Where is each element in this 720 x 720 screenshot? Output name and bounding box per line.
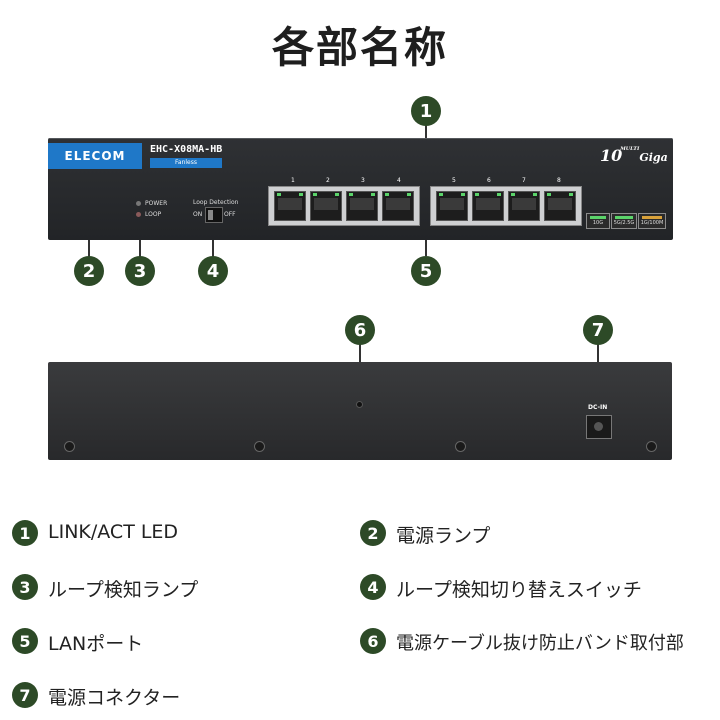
lan-port-3[interactable]	[346, 191, 378, 221]
legend-text-5: LANポート	[48, 633, 144, 655]
brand-logo: ELECOM	[48, 143, 142, 169]
legend-badge-5: 5	[12, 628, 38, 654]
legend-badge-4: 4	[360, 574, 386, 600]
legend-text-6: 電源ケーブル抜け防止バンド取付部	[396, 633, 684, 654]
legend-text-2: 電源ランプ	[396, 525, 491, 547]
callout-badge-7: 7	[583, 315, 613, 345]
lan-port-5[interactable]	[436, 191, 468, 221]
speed-indicator-5g: 5G/2.5G	[611, 213, 637, 229]
lan-port-1[interactable]	[274, 191, 306, 221]
callout-badge-3: 3	[125, 256, 155, 286]
page-title: 各部名称	[271, 23, 448, 72]
model-tag: Fanless	[150, 158, 222, 168]
port-number-5: 5	[452, 177, 456, 184]
port-number-4: 4	[397, 177, 401, 184]
10giga-logo: 10MULTIGiga	[600, 146, 668, 165]
legend-text-1: LINK/ACT LED	[48, 521, 179, 543]
screw-3	[455, 441, 466, 452]
callout-badge-6: 6	[345, 315, 375, 345]
legend-text-4: ループ検知切り替えスイッチ	[396, 579, 642, 601]
legend-badge-7: 7	[12, 682, 38, 708]
lan-port-2[interactable]	[310, 191, 342, 221]
screw-4	[646, 441, 657, 452]
logo-multi: MULTI	[620, 146, 640, 152]
speed-indicator-1g: 1G/100M	[638, 213, 666, 229]
power-led	[136, 201, 141, 206]
switch-on-label: ON	[193, 211, 203, 218]
callout-line-5	[425, 226, 427, 256]
back-panel	[48, 362, 672, 460]
callout-badge-1: 1	[411, 96, 441, 126]
logo-word: Giga	[639, 151, 668, 164]
legend-text-7: 電源コネクター	[48, 687, 181, 709]
port-number-7: 7	[522, 177, 526, 184]
lan-port-6[interactable]	[472, 191, 504, 221]
speed-label-10g: 10G	[592, 220, 604, 226]
screw-2	[254, 441, 265, 452]
model-name: EHC-X08MA-HB	[150, 144, 223, 155]
callout-badge-2: 2	[74, 256, 104, 286]
port-number-2: 2	[326, 177, 330, 184]
loop-label: LOOP	[145, 211, 162, 218]
lan-port-8[interactable]	[544, 191, 576, 221]
legend-badge-2: 2	[360, 520, 386, 546]
dc-in-label: DC-IN	[588, 404, 608, 411]
port-number-3: 3	[361, 177, 365, 184]
dc-in-jack[interactable]	[586, 415, 612, 439]
switch-off-label: OFF	[224, 211, 236, 218]
speed-indicator-10g: 10G	[586, 213, 610, 229]
speed-label-1g: 1G/100M	[640, 220, 664, 226]
loop-led	[136, 212, 141, 217]
loop-detection-switch[interactable]	[205, 207, 223, 223]
logo-number: 10	[600, 146, 623, 165]
legend-badge-1: 1	[12, 520, 38, 546]
switch-knob	[208, 210, 213, 220]
lan-port-7[interactable]	[508, 191, 540, 221]
screw-1	[64, 441, 75, 452]
power-label: POWER	[145, 200, 168, 207]
callout-badge-5: 5	[411, 256, 441, 286]
legend-text-3: ループ検知ランプ	[48, 579, 199, 601]
legend-badge-3: 3	[12, 574, 38, 600]
loop-detection-label: Loop Detection	[193, 199, 239, 206]
speed-label-5g: 5G/2.5G	[613, 220, 635, 226]
legend-badge-6: 6	[360, 628, 386, 654]
band-mount-hole	[356, 401, 363, 408]
lan-port-group-right	[430, 186, 582, 226]
callout-badge-4: 4	[198, 256, 228, 286]
callout-line-4	[212, 222, 214, 258]
port-number-8: 8	[557, 177, 561, 184]
lan-port-4[interactable]	[382, 191, 414, 221]
port-number-6: 6	[487, 177, 491, 184]
port-number-1: 1	[291, 177, 295, 184]
lan-port-group-left	[268, 186, 420, 226]
